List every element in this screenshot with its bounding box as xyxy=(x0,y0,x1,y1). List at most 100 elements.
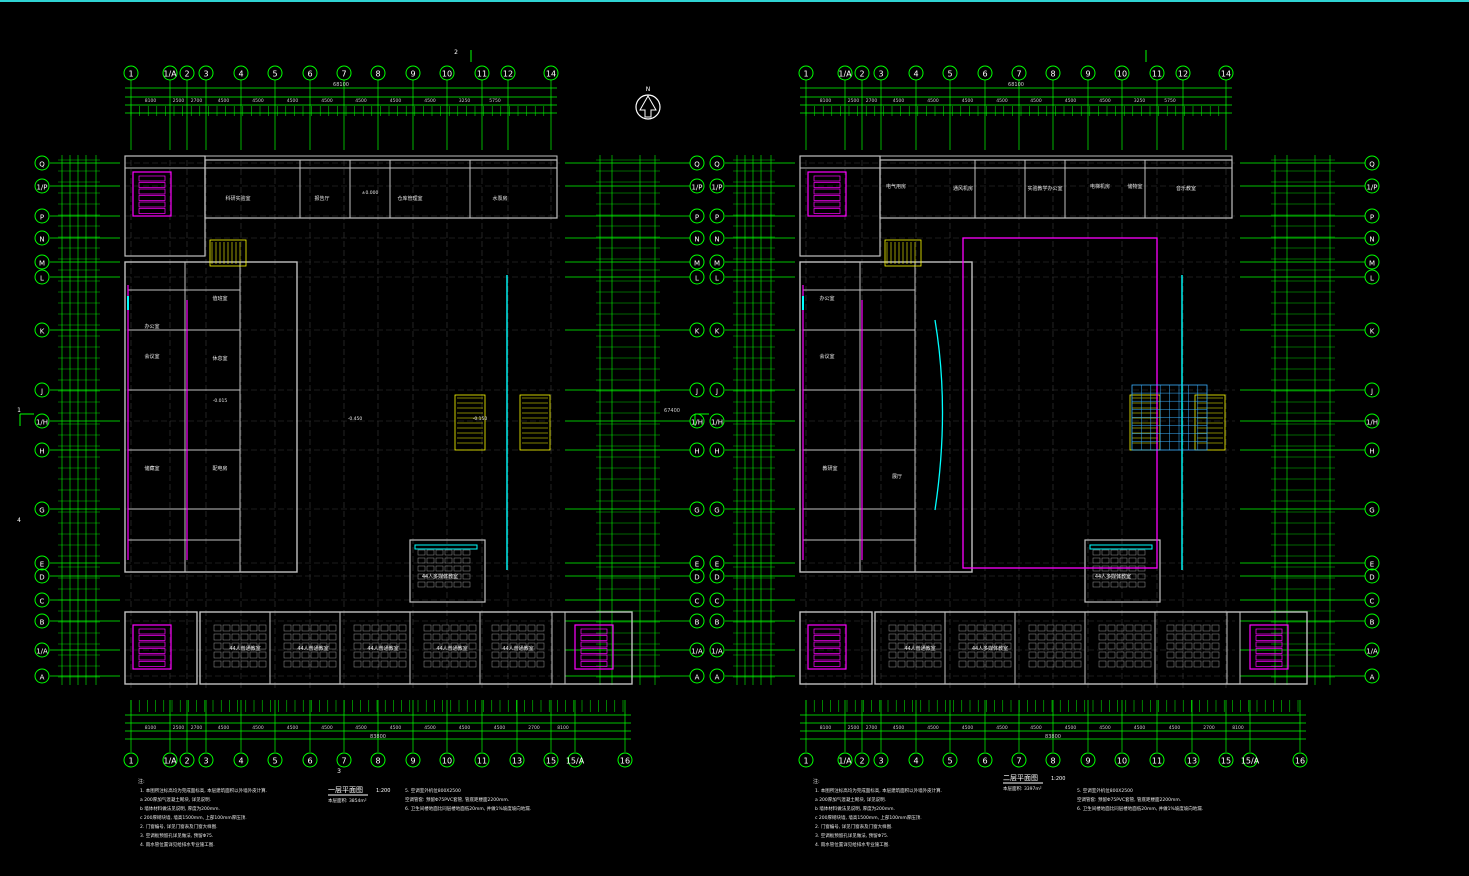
desk xyxy=(292,660,301,668)
desk xyxy=(1073,660,1082,668)
desk xyxy=(301,633,310,641)
axis-label-top: 3 xyxy=(203,70,208,79)
desk xyxy=(1092,573,1101,580)
room-label: 科研实验室 xyxy=(225,195,250,202)
axis-label-top: 2 xyxy=(859,70,864,79)
axis-bubble-top xyxy=(1080,65,1096,81)
axis-label-left: H xyxy=(39,448,44,456)
desk xyxy=(1073,642,1082,650)
stall xyxy=(138,648,166,654)
desk xyxy=(222,651,231,659)
desk xyxy=(213,624,222,632)
desk xyxy=(426,581,435,588)
desk xyxy=(888,651,897,659)
note-item: 4. 雨水管位置详见给排水专业施工图. xyxy=(140,841,215,848)
axis-bubble-bottom xyxy=(837,752,853,768)
desk xyxy=(491,624,500,632)
desk xyxy=(1028,633,1037,641)
stall xyxy=(813,648,841,654)
axis-bubble-bottom xyxy=(162,752,178,768)
axis-label-left: G xyxy=(714,507,719,515)
desk xyxy=(509,633,518,641)
room-label: 会议室 xyxy=(144,353,159,360)
stall xyxy=(138,628,166,635)
desk xyxy=(1175,651,1184,659)
axis-bubble-top xyxy=(1114,65,1130,81)
stall xyxy=(813,188,841,195)
desk xyxy=(500,624,509,632)
axis-bubble-bottom xyxy=(1242,752,1258,768)
dim-bay: 3250 xyxy=(459,98,471,104)
axis-label-top: 14 xyxy=(546,70,556,79)
dim-bay: 4500 xyxy=(321,725,333,731)
desk xyxy=(380,642,389,650)
desk xyxy=(435,581,444,588)
desk xyxy=(976,624,985,632)
desk xyxy=(450,660,459,668)
desk xyxy=(897,633,906,641)
axis-bubble-top xyxy=(1149,65,1165,81)
desk xyxy=(536,624,545,632)
axis-bubble-left xyxy=(709,178,725,194)
desk xyxy=(222,642,231,650)
desk xyxy=(1166,624,1175,632)
level-mark: ±0.000 xyxy=(362,190,379,196)
desk xyxy=(444,573,453,580)
axis-bubble-left xyxy=(34,668,50,684)
desk xyxy=(1037,651,1046,659)
section-label: 1 xyxy=(17,407,21,414)
dim-bay: 2700 xyxy=(866,725,878,731)
stall xyxy=(813,182,841,188)
desk xyxy=(1119,549,1128,556)
axis-label-left: A xyxy=(40,674,45,682)
desk xyxy=(933,624,942,632)
desk xyxy=(328,624,337,632)
axis-label-left: E xyxy=(715,561,719,569)
axis-label-right: E xyxy=(1370,561,1374,569)
dim-bay: 4500 xyxy=(1099,98,1111,104)
dim-bay: 8100 xyxy=(145,725,157,731)
desk xyxy=(1073,651,1082,659)
note-item: 1. 本图所注标高均为完成面标高, 本层建筑面积以外墙外皮计算. xyxy=(140,787,267,794)
desk xyxy=(536,660,545,668)
axis-label-right: N xyxy=(694,236,699,244)
dim-bay: 8100 xyxy=(1232,725,1244,731)
desk xyxy=(1116,624,1125,632)
desk xyxy=(435,573,444,580)
desk xyxy=(906,651,915,659)
desk xyxy=(976,642,985,650)
desk xyxy=(441,624,450,632)
stall xyxy=(1255,635,1283,641)
desk xyxy=(240,651,249,659)
desk-grid xyxy=(958,624,1012,668)
axis-bubble-right xyxy=(1364,230,1380,246)
axis-label-top: 14 xyxy=(1221,70,1231,79)
axis-label-right: J xyxy=(1370,388,1373,396)
desk xyxy=(1193,624,1202,632)
axis-bubble-bottom xyxy=(1292,752,1308,768)
desk xyxy=(933,651,942,659)
axis-label-right: 1/A xyxy=(1366,648,1378,656)
axis-label-left: C xyxy=(40,598,45,606)
desk xyxy=(958,633,967,641)
desk xyxy=(249,660,258,668)
desk xyxy=(231,651,240,659)
axis-bubble-bottom xyxy=(567,752,583,768)
stair xyxy=(1194,394,1226,451)
axis-label-left: 1/A xyxy=(36,648,48,656)
desk xyxy=(1055,624,1064,632)
axis-label-right: E xyxy=(695,561,699,569)
desk xyxy=(527,642,536,650)
axis-bubble-right xyxy=(689,208,705,224)
axis-label-left: 1/A xyxy=(711,648,723,656)
desk xyxy=(536,651,545,659)
room-label: 44人普通教室 xyxy=(502,645,533,652)
stall xyxy=(813,208,841,214)
dim-bay: 8100 xyxy=(820,725,832,731)
desk xyxy=(292,624,301,632)
axis-label-left: 1/P xyxy=(36,184,47,192)
desk xyxy=(353,624,362,632)
dim-overall: 68100 xyxy=(1008,82,1024,88)
desk xyxy=(1028,642,1037,650)
desk xyxy=(249,642,258,650)
